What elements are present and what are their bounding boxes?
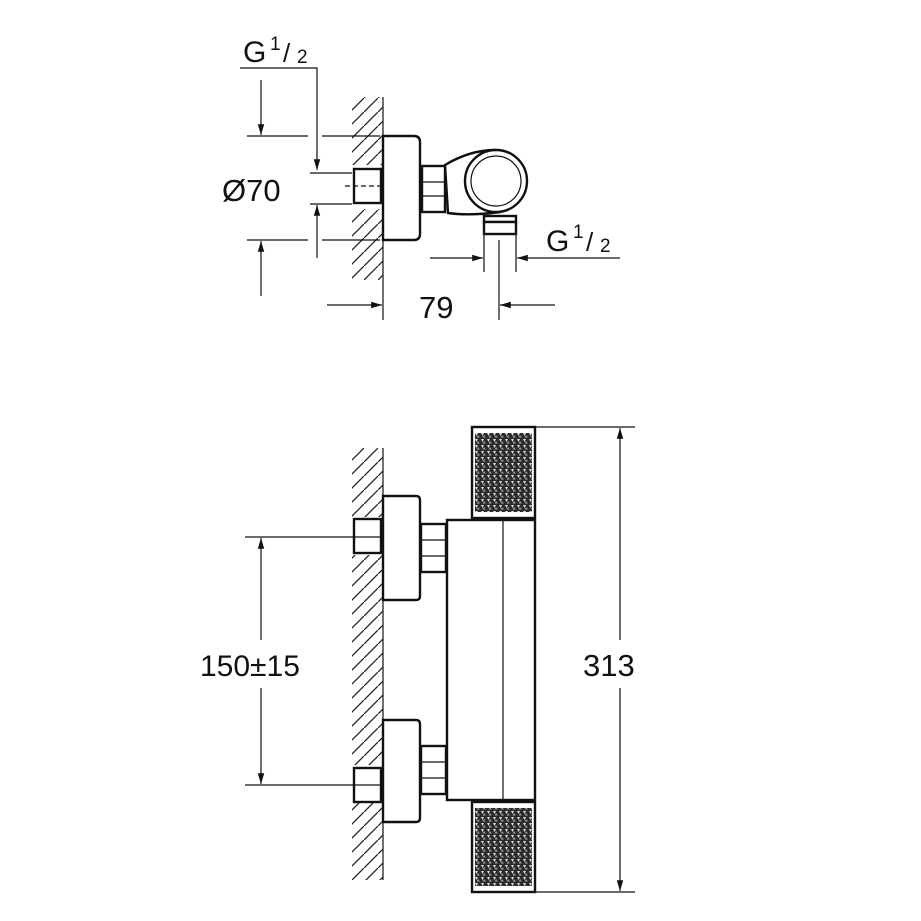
depth-dimension: 79 — [327, 240, 555, 325]
outlet-thread-dimension: G 1 / 2 — [430, 222, 620, 272]
diameter-label: Ø70 — [222, 173, 281, 208]
thread-numerator: 1 — [573, 222, 584, 243]
mixer-front-view — [352, 425, 537, 894]
height-label: 313 — [583, 648, 635, 683]
overall-height-dimension: 313 — [535, 426, 635, 893]
knurled-texture — [475, 433, 532, 512]
thread-prefix: G — [243, 36, 266, 69]
svg-text:/: / — [283, 38, 291, 68]
wall-section-top — [352, 97, 384, 320]
thread-numerator: 1 — [270, 34, 281, 55]
escutcheon-dimension: Ø70 — [222, 80, 380, 296]
svg-text:/: / — [586, 227, 594, 257]
knurled-texture — [475, 808, 532, 886]
thread-prefix: G — [546, 225, 569, 258]
front-view: 150±15 313 — [200, 425, 635, 894]
depth-label: 79 — [419, 290, 453, 325]
inlet-spacing-dimension: 150±15 — [200, 536, 380, 786]
inlet-thread-label-top: G 1 / 2 — [240, 34, 321, 170]
wall-section-front — [352, 448, 384, 880]
thread-denominator: 2 — [297, 47, 308, 68]
mixer-top-view — [345, 134, 529, 242]
spacing-label: 150±15 — [200, 650, 300, 683]
top-view: G 1 / 2 Ø70 — [222, 34, 620, 325]
thread-denominator: 2 — [600, 236, 611, 257]
